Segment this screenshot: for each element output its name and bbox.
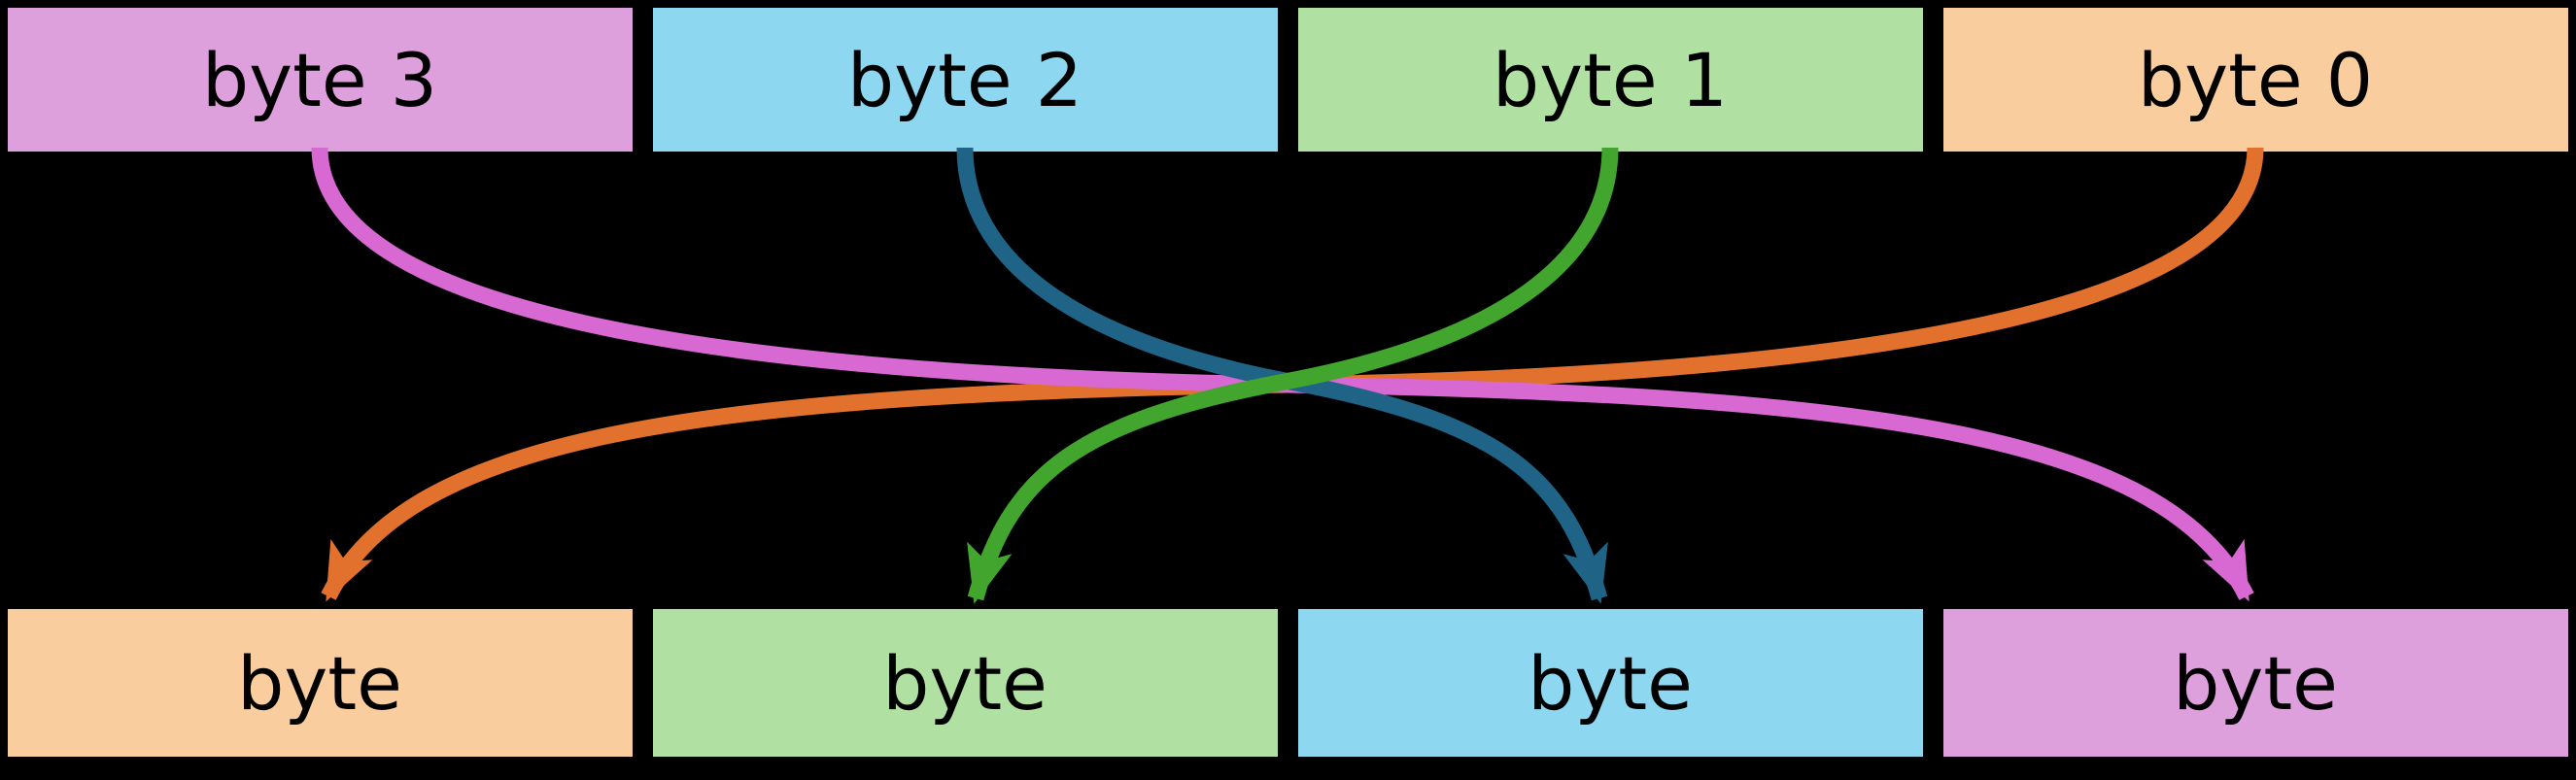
bottom-label-4: byte — [2173, 640, 2338, 727]
top-label-byte1: byte 1 — [1493, 37, 1728, 123]
bottom-label-2: byte — [882, 640, 1048, 727]
arrow-byte1-to-slot2 — [967, 147, 1619, 604]
bottom-box-3 — [1298, 609, 1923, 757]
top-label-byte0: byte 0 — [2138, 37, 2373, 123]
bottom-box-2 — [653, 609, 1278, 757]
bottom-box-4 — [1943, 609, 2568, 757]
top-box-byte0 — [1943, 8, 2568, 152]
bottom-box-1 — [8, 609, 633, 757]
top-label-byte2: byte 2 — [847, 37, 1082, 123]
bottom-label-1: byte — [237, 640, 402, 727]
top-box-byte3 — [8, 8, 633, 152]
top-box-byte1 — [1298, 8, 1923, 152]
bottom-label-3: byte — [1528, 640, 1693, 727]
top-label-byte3: byte 3 — [202, 37, 437, 123]
top-box-byte2 — [653, 8, 1278, 152]
